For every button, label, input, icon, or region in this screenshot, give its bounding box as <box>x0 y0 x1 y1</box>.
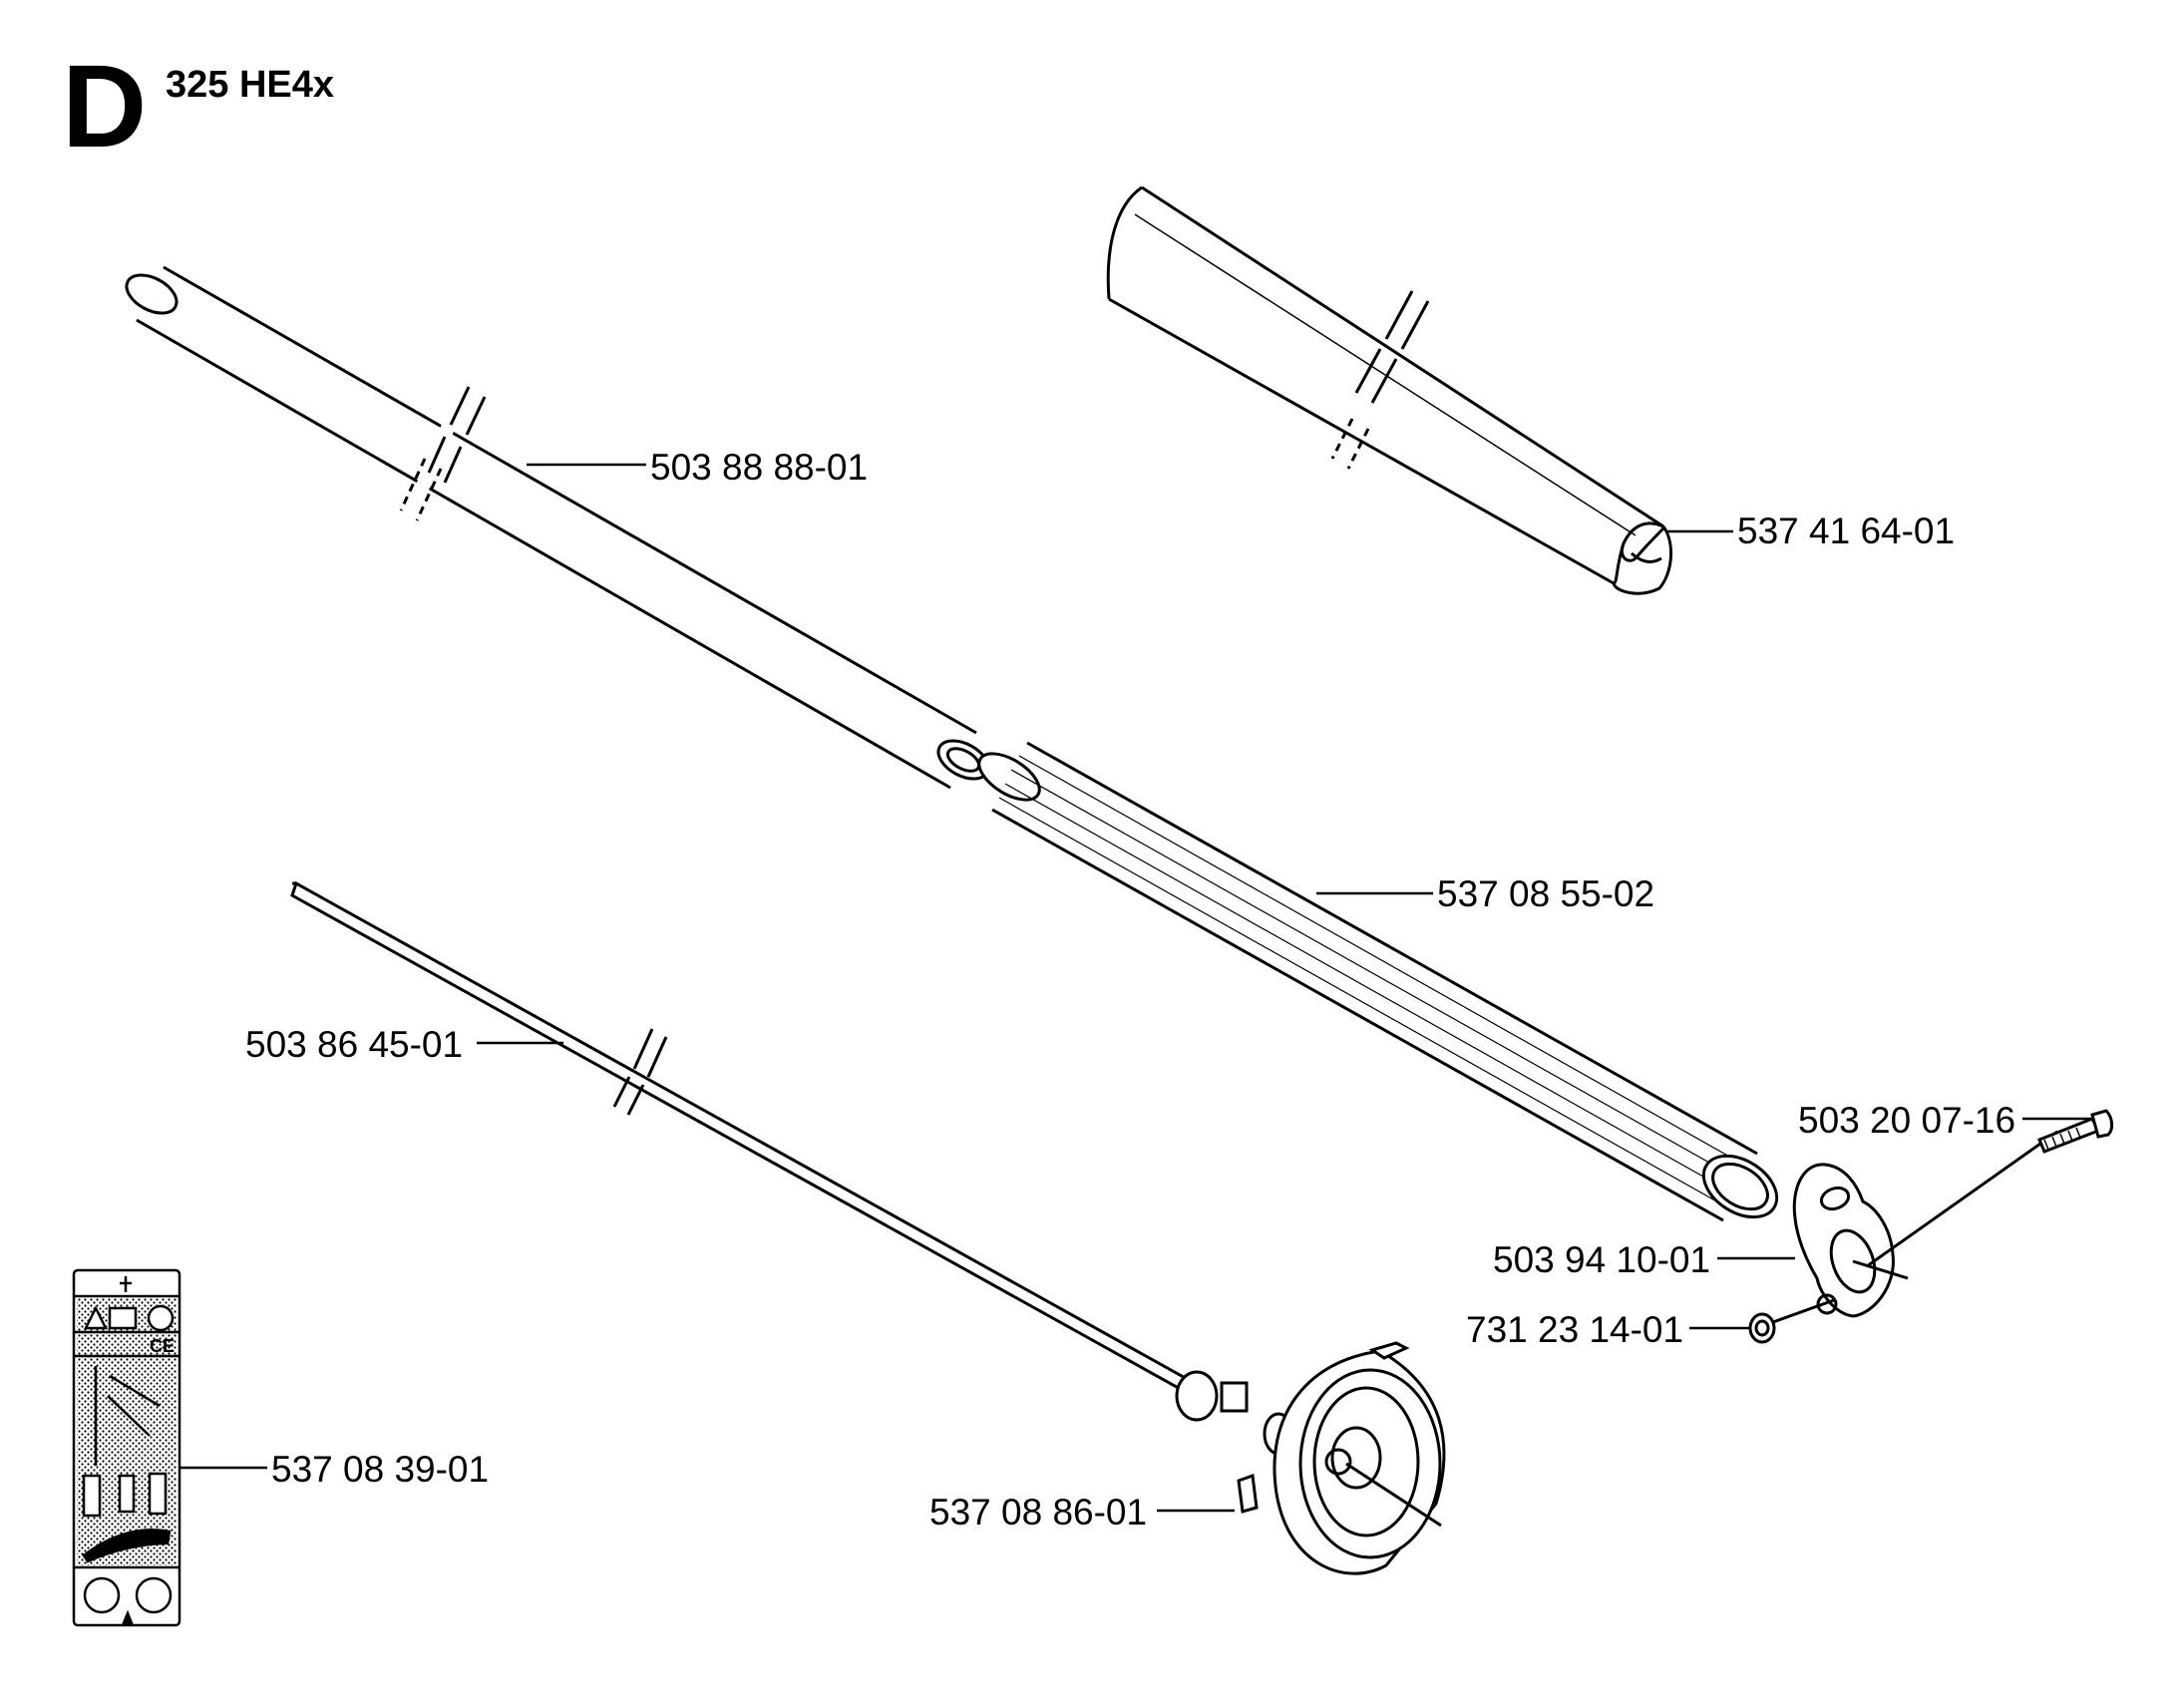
housing-drawing <box>1175 1341 1446 1575</box>
decal-ce-mark: CE <box>150 1336 175 1356</box>
clamp-assembly-drawing <box>1748 1109 2114 1344</box>
part-label-housing: 537 08 86-01 <box>929 1492 1148 1533</box>
outer-tube-drawing <box>1106 185 1673 595</box>
part-label-clamp: 503 94 10-01 <box>1493 1239 1711 1280</box>
section-letter: D <box>62 41 148 172</box>
part-label-screw: 503 20 07-16 <box>1798 1100 2016 1141</box>
grip-tube-drawing <box>977 741 1779 1222</box>
leader-lines <box>180 463 2092 1513</box>
tube-upper-drawing <box>125 265 990 790</box>
part-label-outer-tube: 537 41 64-01 <box>1737 511 1956 551</box>
part-label-tube-upper: 503 88 88-01 <box>650 447 869 488</box>
part-label-nut: 731 23 14-01 <box>1466 1309 1684 1350</box>
model-name: 325 HE4x <box>166 64 335 106</box>
part-label-drive-shaft: 503 86 45-01 <box>245 1024 464 1065</box>
drive-shaft-drawing <box>290 880 1209 1404</box>
part-label-grip-tube: 537 08 55-02 <box>1437 873 1655 914</box>
part-label-decal: 537 08 39-01 <box>271 1449 490 1490</box>
decal-drawing: CE <box>72 1268 182 1627</box>
